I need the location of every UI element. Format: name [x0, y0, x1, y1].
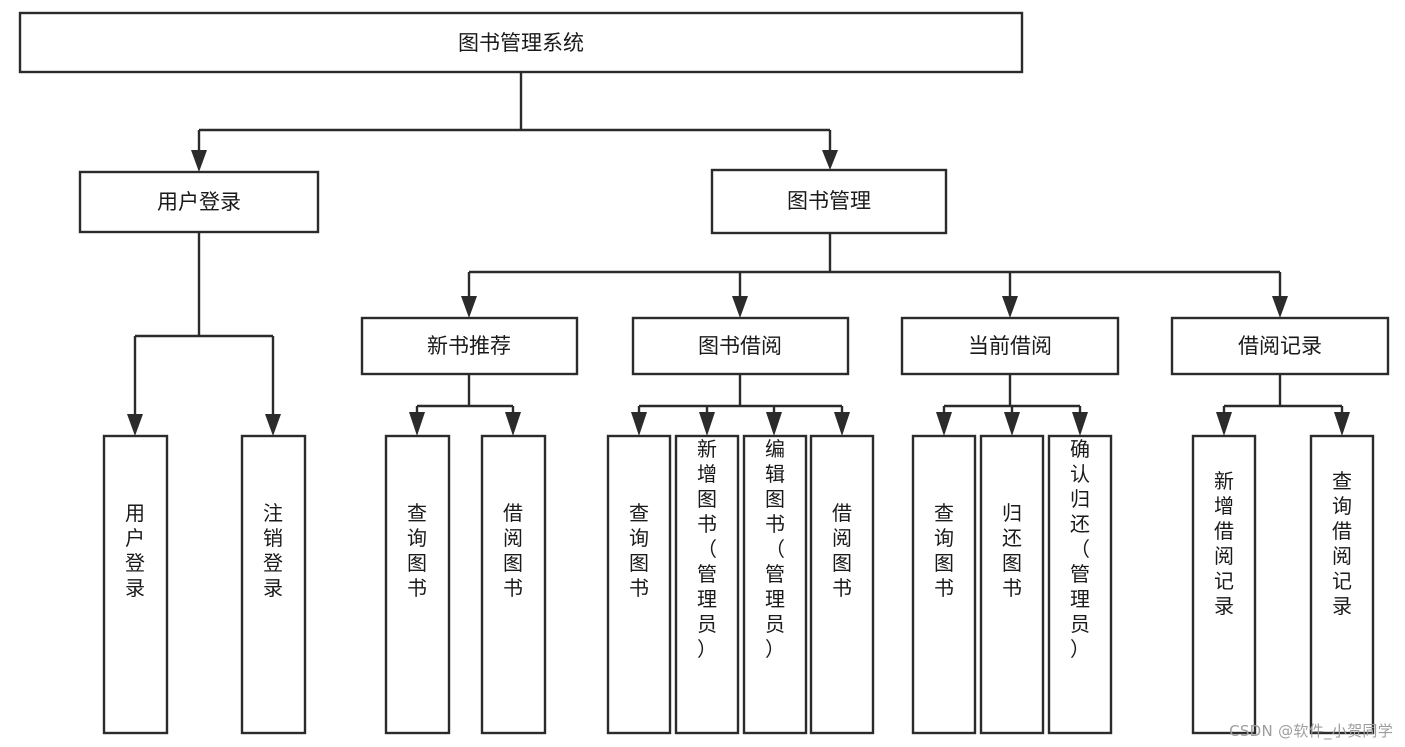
- node-login-label: 用户登录: [157, 190, 241, 214]
- node-leaf-9-label: 查询图书: [934, 501, 954, 600]
- arrow-leaf-8: [834, 412, 850, 436]
- node-leaf-2[interactable]: 注销登录: [240, 434, 307, 735]
- arrow-leaf-7: [766, 412, 782, 436]
- node-leaf-4-label: 借阅图书: [503, 501, 523, 600]
- node-leaf-11-box[interactable]: [1047, 434, 1113, 735]
- node-leaf-6[interactable]: 新增图书（管理员）: [674, 434, 740, 735]
- arrow-leaf-3: [409, 412, 425, 436]
- arrow-leaf-11: [1072, 412, 1088, 436]
- arrow-leaf-1: [127, 414, 143, 436]
- node-leaf-5-label: 查询图书: [629, 501, 649, 600]
- node-leaf-2-label: 注销登录: [263, 501, 283, 600]
- node-records[interactable]: 借阅记录: [1170, 316, 1390, 376]
- node-root-label: 图书管理系统: [458, 31, 584, 55]
- arrow-leaf-9: [936, 412, 952, 436]
- node-leaf-4-box[interactable]: [480, 434, 547, 735]
- node-leaf-3-box[interactable]: [384, 434, 451, 735]
- arrow-leaf-2: [265, 414, 281, 436]
- node-leaf-3[interactable]: 查询图书: [384, 434, 451, 735]
- node-current-box[interactable]: [900, 316, 1120, 376]
- node-records-label: 借阅记录: [1238, 334, 1322, 358]
- arrow-leaf-6: [699, 412, 715, 436]
- node-leaf-13-label: 查询借阅记录: [1332, 469, 1352, 618]
- node-leaf-8-label: 借阅图书: [832, 501, 852, 600]
- arrow-leaf-4: [505, 412, 521, 436]
- leaf-nodes: 用户登录 注销登录 查询图书 借阅图书 查询图书 新增图书（管理员）: [102, 434, 1375, 735]
- node-borrow-box[interactable]: [631, 316, 850, 376]
- node-leaf-4[interactable]: 借阅图书: [480, 434, 547, 735]
- csdn-watermark: CSDN @软件_小贺同学: [1229, 722, 1393, 740]
- node-leaf-6-box[interactable]: [674, 434, 740, 735]
- node-leaf-6-label: 新增图书（管理员）: [697, 437, 717, 661]
- node-leaf-7-label: 编辑图书（管理员）: [765, 437, 785, 661]
- node-login-box[interactable]: [78, 170, 320, 234]
- node-leaf-2-box[interactable]: [240, 434, 307, 735]
- node-bookmgmt[interactable]: 图书管理: [710, 168, 948, 235]
- node-leaf-12[interactable]: 新增借阅记录: [1191, 434, 1257, 735]
- node-newbook-label: 新书推荐: [427, 334, 511, 358]
- node-leaf-12-label: 新增借阅记录: [1214, 469, 1234, 618]
- node-root-box[interactable]: [18, 11, 1024, 74]
- node-root[interactable]: 图书管理系统: [18, 11, 1024, 74]
- connector-group: [127, 72, 1350, 436]
- node-bookmgmt-label: 图书管理: [787, 189, 871, 213]
- node-current[interactable]: 当前借阅: [900, 316, 1120, 376]
- node-leaf-8[interactable]: 借阅图书: [809, 434, 875, 735]
- node-leaf-1[interactable]: 用户登录: [102, 434, 169, 735]
- node-current-label: 当前借阅: [968, 334, 1052, 358]
- node-leaf-8-box[interactable]: [809, 434, 875, 735]
- node-leaf-10[interactable]: 归还图书: [979, 434, 1045, 735]
- node-borrow-label: 图书借阅: [698, 334, 782, 358]
- node-leaf-11[interactable]: 确认归还（管理员）: [1047, 434, 1113, 735]
- node-login[interactable]: 用户登录: [78, 170, 320, 234]
- node-leaf-7[interactable]: 编辑图书（管理员）: [742, 434, 808, 735]
- node-leaf-3-label: 查询图书: [407, 501, 427, 600]
- node-records-box[interactable]: [1170, 316, 1390, 376]
- arrow-borrow: [732, 296, 748, 318]
- node-borrow[interactable]: 图书借阅: [631, 316, 850, 376]
- arrow-login: [191, 150, 207, 172]
- arrow-bookmgmt: [822, 150, 838, 170]
- arrow-newbook: [461, 296, 477, 318]
- arrow-records: [1272, 296, 1288, 318]
- node-leaf-9-box[interactable]: [911, 434, 977, 735]
- node-leaf-1-label: 用户登录: [125, 501, 145, 600]
- node-leaf-13[interactable]: 查询借阅记录: [1309, 434, 1375, 735]
- node-leaf-5[interactable]: 查询图书: [606, 434, 672, 735]
- node-leaf-5-box[interactable]: [606, 434, 672, 735]
- node-newbook-box[interactable]: [360, 316, 579, 376]
- arrow-leaf-5: [631, 412, 647, 436]
- node-leaf-12-box[interactable]: [1191, 434, 1257, 735]
- node-leaf-13-box[interactable]: [1309, 434, 1375, 735]
- node-leaf-10-box[interactable]: [979, 434, 1045, 735]
- arrow-current: [1002, 296, 1018, 318]
- node-leaf-7-box[interactable]: [742, 434, 808, 735]
- arrow-leaf-10: [1004, 412, 1020, 436]
- node-bookmgmt-box[interactable]: [710, 168, 948, 235]
- arrow-leaf-12: [1216, 412, 1232, 436]
- node-leaf-11-label: 确认归还（管理员）: [1070, 437, 1090, 661]
- node-leaf-9[interactable]: 查询图书: [911, 434, 977, 735]
- arrow-leaf-13: [1334, 412, 1350, 436]
- node-newbook[interactable]: 新书推荐: [360, 316, 579, 376]
- node-leaf-10-label: 归还图书: [1002, 501, 1022, 600]
- node-leaf-1-box[interactable]: [102, 434, 169, 735]
